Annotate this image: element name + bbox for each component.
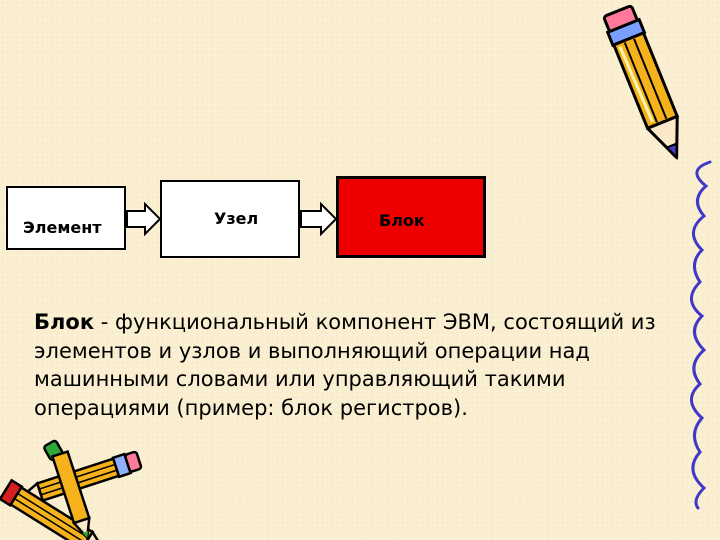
arrow-element-to-node-icon — [126, 202, 162, 236]
node-label: Узел — [214, 209, 259, 228]
crossed-pencils-icon — [0, 439, 143, 540]
block-label: Блок — [379, 211, 425, 230]
arrow-node-to-block-icon — [300, 202, 338, 236]
element-box: Элемент — [6, 186, 126, 250]
pencil-icon — [602, 4, 680, 161]
node-box: Узел — [160, 180, 300, 258]
definition-term: Блок — [34, 310, 95, 334]
definition-body: - функциональный компонент ЭВМ, состоящи… — [34, 310, 656, 420]
squiggle-border-icon — [690, 160, 712, 510]
block-box: Блок — [336, 176, 486, 258]
definition-text: Блок - функциональный компонент ЭВМ, сос… — [34, 308, 694, 422]
element-label: Элемент — [23, 218, 102, 237]
